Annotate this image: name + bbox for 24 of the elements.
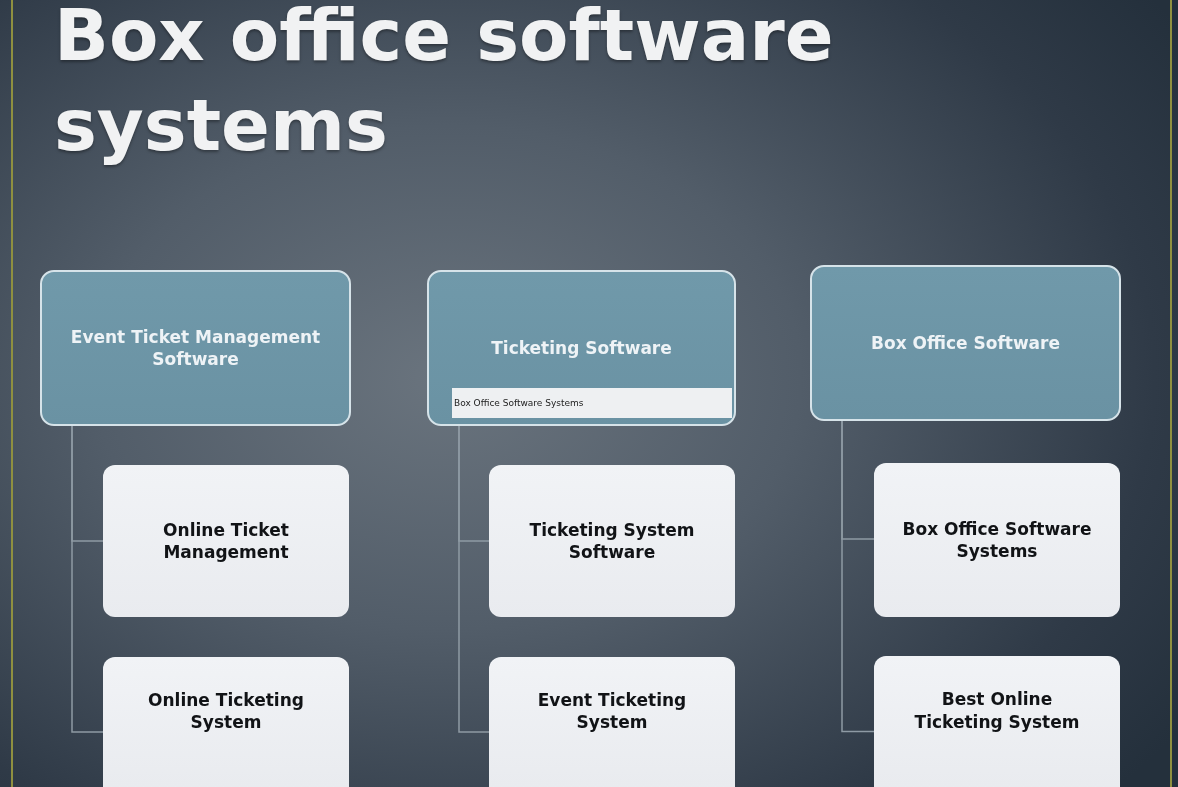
connector-line [458,425,490,733]
item-label: Box Office Software Systems [901,517,1093,563]
slide-title: Box office software systems [54,0,835,169]
item-box [874,463,1120,617]
connector-line [71,425,104,733]
category-box [427,270,736,426]
item-label: Event Ticketing System [536,688,688,734]
note-text: Box Office Software Systems [454,397,584,409]
category-heading: Ticketing Software [491,336,672,360]
item-label: Online Ticketing System [147,688,305,734]
item-box [874,656,1120,787]
item-label: Online Ticket Management [162,518,290,564]
category-heading: Box Office Software [871,331,1060,355]
item-label: Best Online Ticketing System [913,688,1081,733]
note-box [452,388,732,418]
item-box [103,657,349,787]
category-box [810,265,1121,421]
category-box [40,270,351,426]
item-box [489,657,735,787]
item-label: Ticketing System Software [528,518,696,564]
item-box [489,465,735,617]
connector-line [841,420,875,733]
item-box [103,465,349,617]
category-heading: Event Ticket Management Software [69,325,322,371]
